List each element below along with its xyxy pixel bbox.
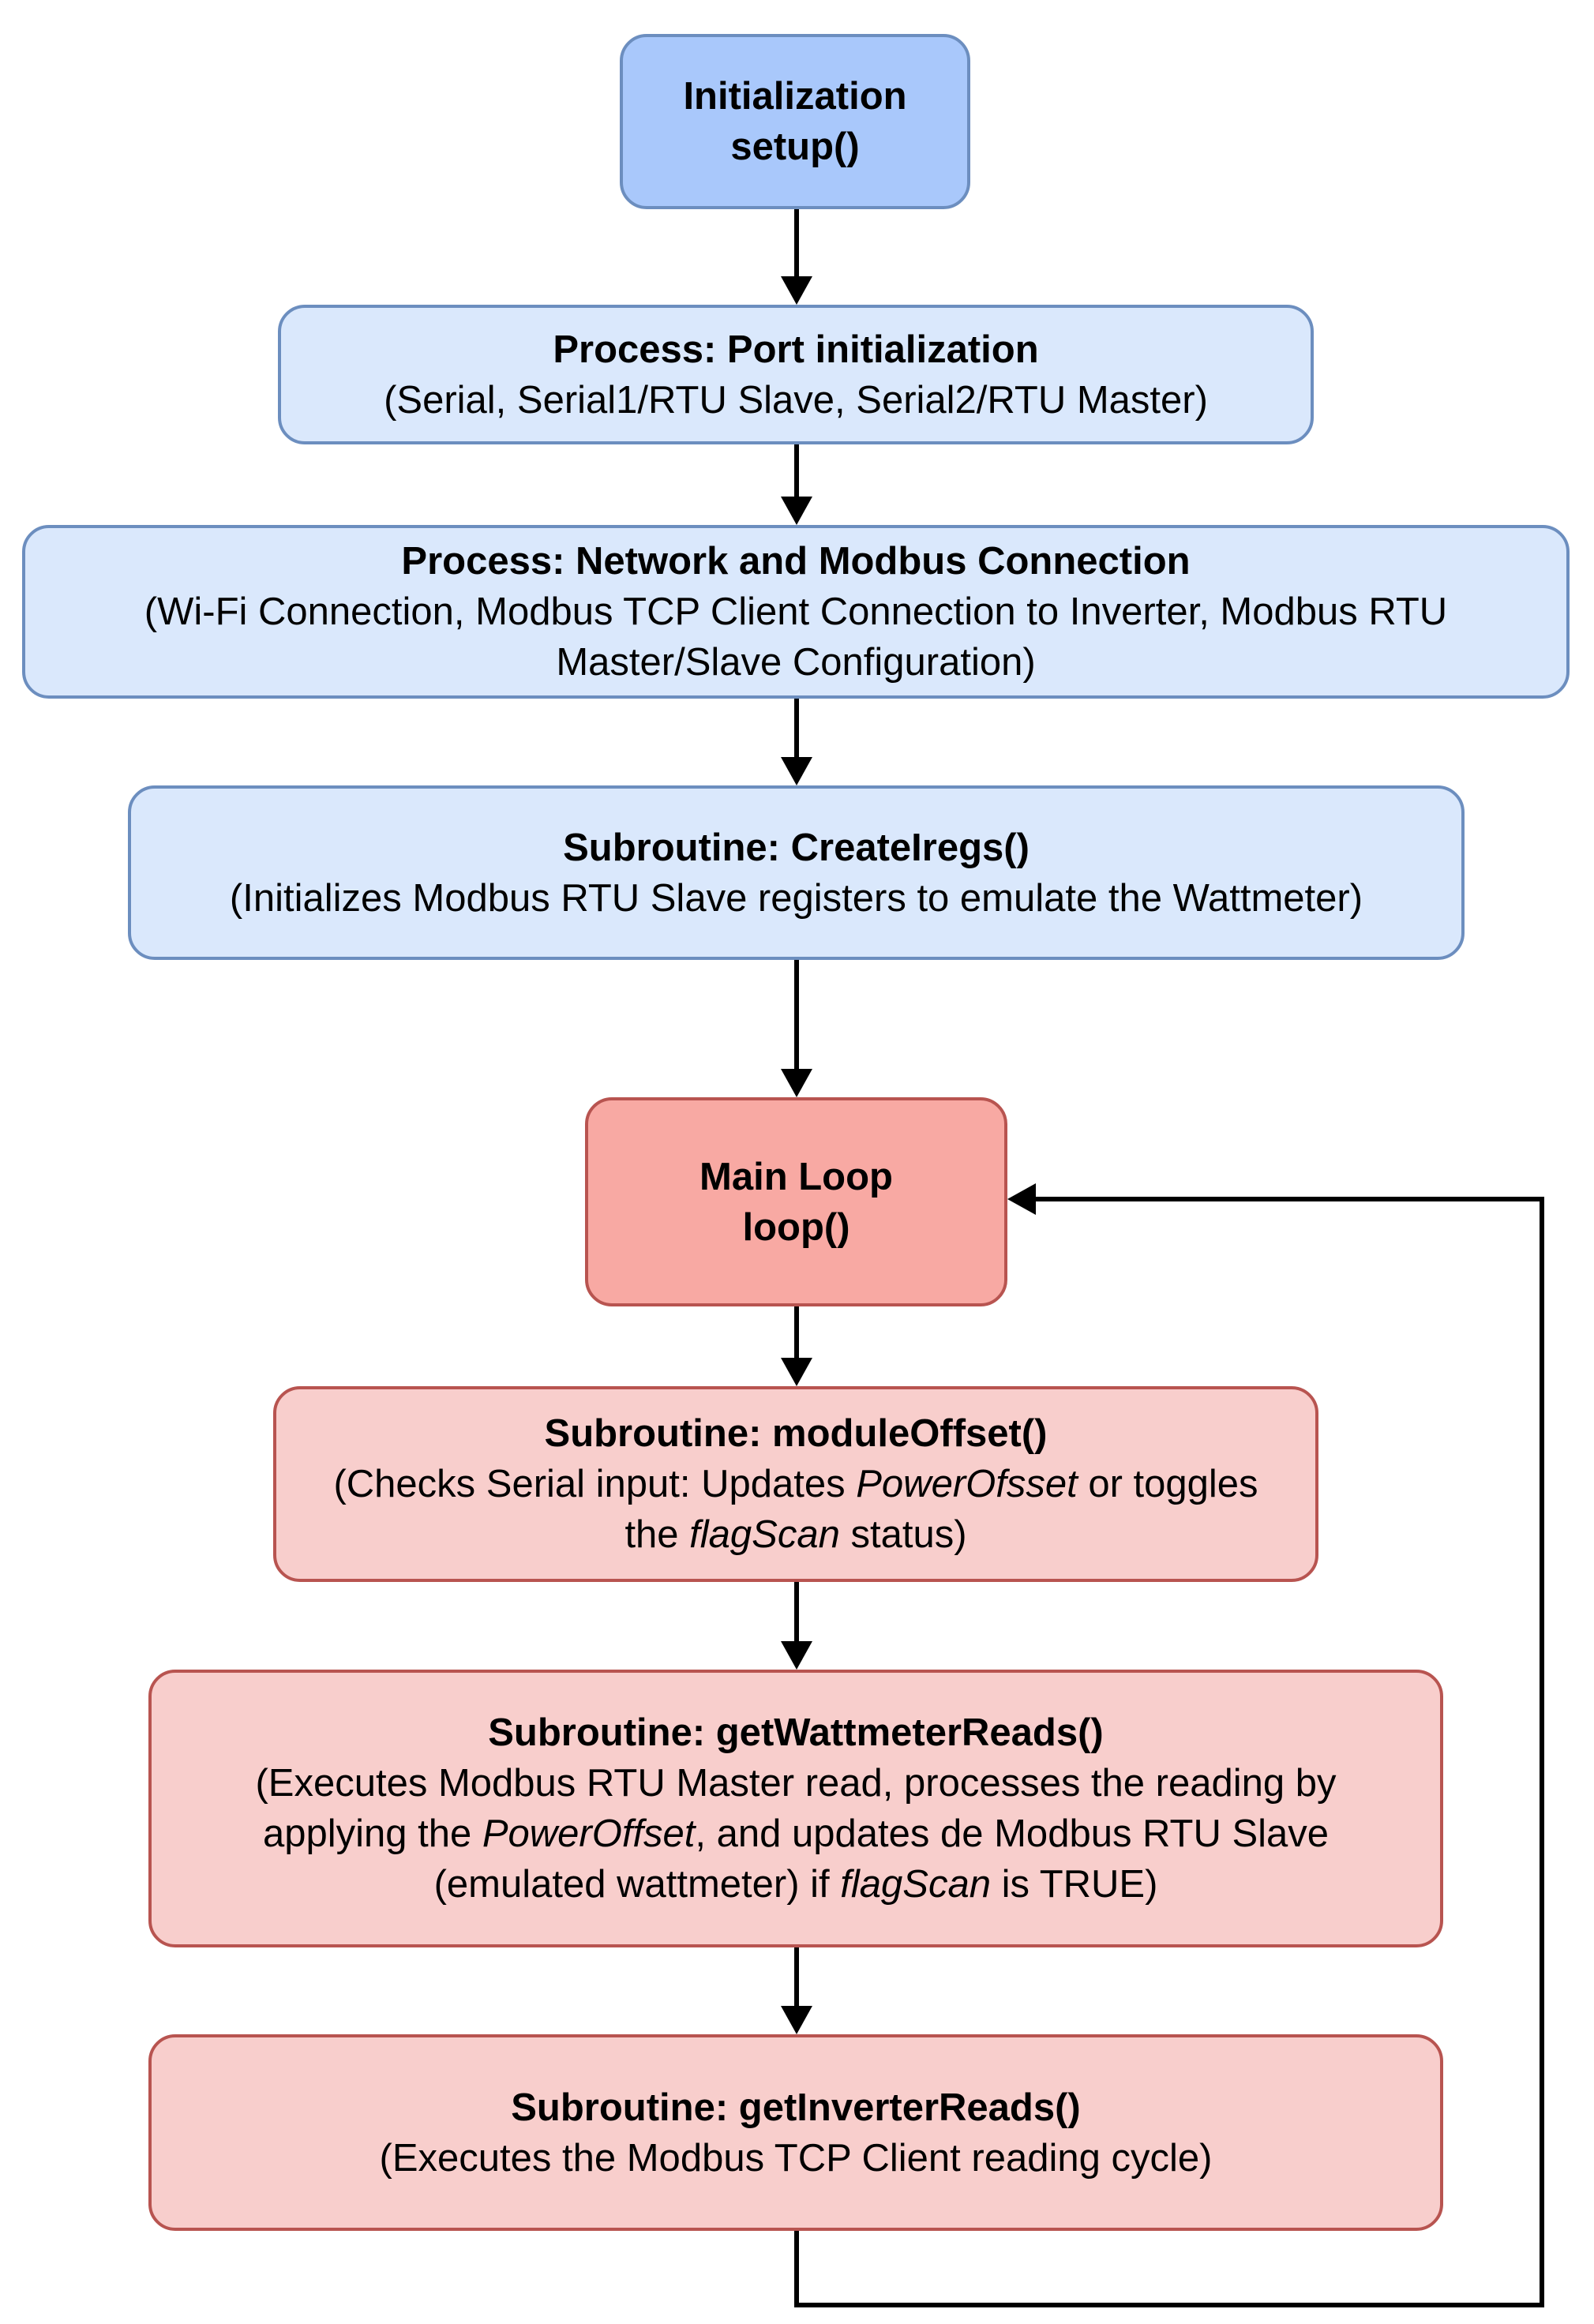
node-wattmeter-reads-title: Subroutine: getWattmeterReads()	[488, 1711, 1104, 1754]
node-main-loop: Main Loop loop()	[585, 1097, 1007, 1306]
arrowhead-inverter	[781, 2006, 812, 2034]
node-initialization-title: Initialization	[683, 75, 907, 118]
wattmeter-var-poweroffset: PowerOffset	[482, 1812, 696, 1855]
module-offset-var-poweroffset: PowerOfsset	[856, 1463, 1078, 1505]
node-inverter-reads-title: Subroutine: getInverterReads()	[511, 2086, 1081, 2129]
arrowhead-network	[781, 497, 812, 525]
wattmeter-text-3a: (emulated wattmeter) if	[433, 1863, 841, 1906]
wattmeter-text-3c: is TRUE)	[990, 1863, 1158, 1906]
module-offset-text-a: (Checks Serial input: Updates	[333, 1463, 857, 1505]
node-network-modbus-desc-line1: (Wi-Fi Connection, Modbus TCP Client Con…	[144, 590, 1448, 633]
node-module-offset-title: Subroutine: moduleOffset()	[544, 1412, 1048, 1455]
node-module-offset-desc-line2: the flagScan status)	[624, 1509, 966, 1560]
wattmeter-var-flagscan: flagScan	[840, 1863, 991, 1906]
node-wattmeter-reads: Subroutine: getWattmeterReads() (Execute…	[148, 1670, 1443, 1947]
node-initialization-subtitle: setup()	[730, 126, 860, 168]
node-wattmeter-reads-line1: (Executes Modbus RTU Master read, proces…	[255, 1762, 1337, 1805]
node-module-offset: Subroutine: moduleOffset() (Checks Seria…	[273, 1386, 1318, 1582]
arrowhead-wattmeter	[781, 1641, 812, 1670]
node-network-modbus-desc-line2: Master/Slave Configuration)	[556, 641, 1036, 684]
node-module-offset-desc-line1: (Checks Serial input: Updates PowerOfsse…	[333, 1459, 1258, 1509]
arrowhead-mainloop	[781, 1069, 812, 1097]
module-offset-text-d: the	[624, 1513, 690, 1556]
node-port-initialization-desc: (Serial, Serial1/RTU Slave, Serial2/RTU …	[384, 378, 1208, 422]
module-offset-var-flagscan: flagScan	[689, 1513, 840, 1556]
arrowhead-loop-back	[1007, 1183, 1036, 1215]
arrowhead-createiregs	[781, 757, 812, 785]
node-createiregs-desc: (Initializes Modbus RTU Slave registers …	[229, 876, 1363, 920]
node-createiregs: Subroutine: CreateIregs() (Initializes M…	[128, 785, 1465, 960]
node-initialization: Initialization setup()	[620, 34, 970, 209]
node-main-loop-title: Main Loop	[699, 1155, 893, 1198]
node-createiregs-title: Subroutine: CreateIregs()	[563, 826, 1030, 869]
module-offset-text-f: status)	[839, 1513, 967, 1556]
arrowhead-port	[781, 276, 812, 305]
node-network-modbus: Process: Network and Modbus Connection (…	[22, 525, 1570, 699]
node-main-loop-subtitle: loop()	[742, 1205, 850, 1249]
node-port-initialization: Process: Port initialization (Serial, Se…	[278, 305, 1314, 444]
node-wattmeter-reads-line2: applying the PowerOffset, and updates de…	[263, 1809, 1329, 1859]
node-inverter-reads: Subroutine: getInverterReads() (Executes…	[148, 2034, 1443, 2231]
wattmeter-text-2a: applying the	[262, 1812, 482, 1855]
node-port-initialization-title: Process: Port initialization	[553, 328, 1039, 371]
node-inverter-reads-desc: (Executes the Modbus TCP Client reading …	[379, 2136, 1213, 2180]
module-offset-text-c: or toggles	[1077, 1463, 1258, 1505]
node-wattmeter-reads-line3: (emulated wattmeter) if flagScan is TRUE…	[434, 1859, 1158, 1910]
arrowhead-moduleoffset	[781, 1358, 812, 1386]
wattmeter-text-2c: , and updates de Modbus RTU Slave	[695, 1812, 1330, 1855]
node-network-modbus-title: Process: Network and Modbus Connection	[401, 540, 1191, 583]
